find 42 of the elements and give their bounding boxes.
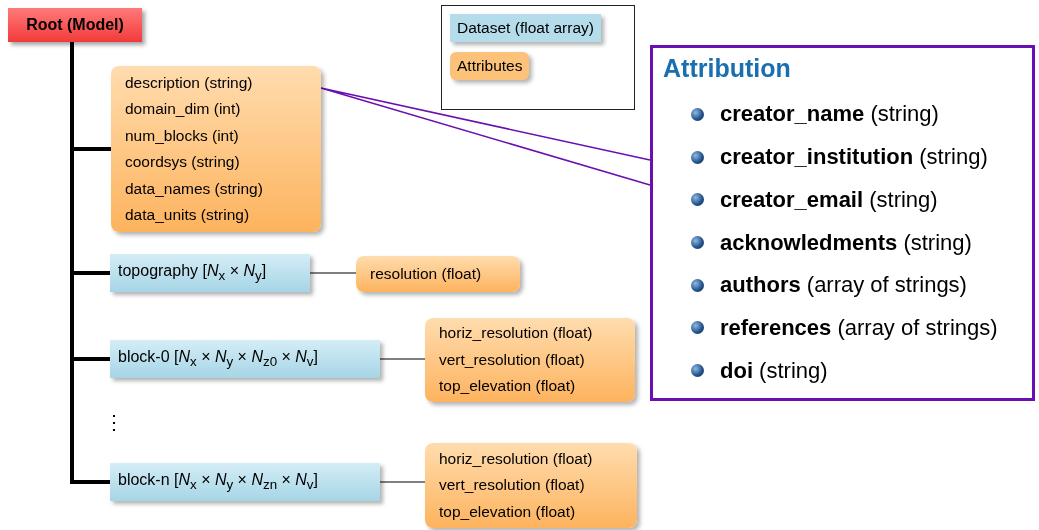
list-item-text: authors (array of strings): [720, 272, 967, 299]
attribute-text: horiz_resolution (float): [439, 323, 594, 344]
attribute-text: resolution (float): [370, 263, 483, 284]
attribute-box: [425, 318, 635, 402]
attribute-text: coordsys (string): [125, 152, 241, 172]
list-item-text: creator_email (string): [720, 186, 938, 213]
box-label: topography [N$_{x}$ × N$_{y}$]: [118, 262, 268, 284]
attribute-box: [111, 66, 321, 232]
attribute-box: [356, 256, 520, 292]
list-item-text: references (array of strings): [720, 314, 998, 341]
legend-swatch: Attributes: [450, 52, 530, 80]
dataset-box: [110, 254, 310, 292]
attribute-text: data_names (string): [125, 178, 264, 199]
attribute-text: horiz_resolution (float): [439, 448, 594, 469]
connector: [379, 481, 426, 483]
panel-heading: Attribution: [663, 54, 792, 83]
callout-panel: [650, 45, 1035, 401]
attribute-text: vert_resolution (float): [439, 349, 586, 370]
ellipsis-mark: ⋮: [104, 410, 124, 434]
attribute-text: num_blocks (int): [125, 125, 240, 146]
attribute-text: vert_resolution (float): [439, 475, 586, 496]
attribute-text: domain_dim (int): [125, 99, 242, 119]
attribute-text: description (string): [125, 72, 254, 93]
dataset-box: [110, 463, 380, 501]
list-item-text: creator_institution (string): [720, 144, 988, 171]
box-label: block-n [N$_{x}$ × N$_{y}$ × N$_{zn}$ × N$_{v}$]: [118, 471, 319, 493]
connector: [70, 42, 110, 484]
legend-swatch: Dataset (float array): [450, 14, 601, 42]
dataset-box: [110, 340, 380, 378]
list-item-text: creator_name (string): [720, 101, 939, 128]
box-label: Root (Model): [26, 16, 124, 34]
box-label: block-0 [N$_{x}$ × N$_{y}$ × N$_{z0}$ × N$_{v}$]: [118, 348, 319, 370]
attribute-text: top_elevation (float): [439, 376, 577, 397]
list-item-text: doi (string): [720, 357, 828, 384]
attribute-box: [425, 443, 637, 528]
connector: [309, 272, 357, 274]
callout-line: [320, 87, 651, 186]
list-item-text: acknowledments (string): [720, 229, 972, 256]
connector: [379, 358, 426, 360]
model-box: [8, 8, 142, 42]
attribute-text: data_units (string): [125, 205, 251, 225]
attribute-text: top_elevation (float): [439, 501, 577, 522]
